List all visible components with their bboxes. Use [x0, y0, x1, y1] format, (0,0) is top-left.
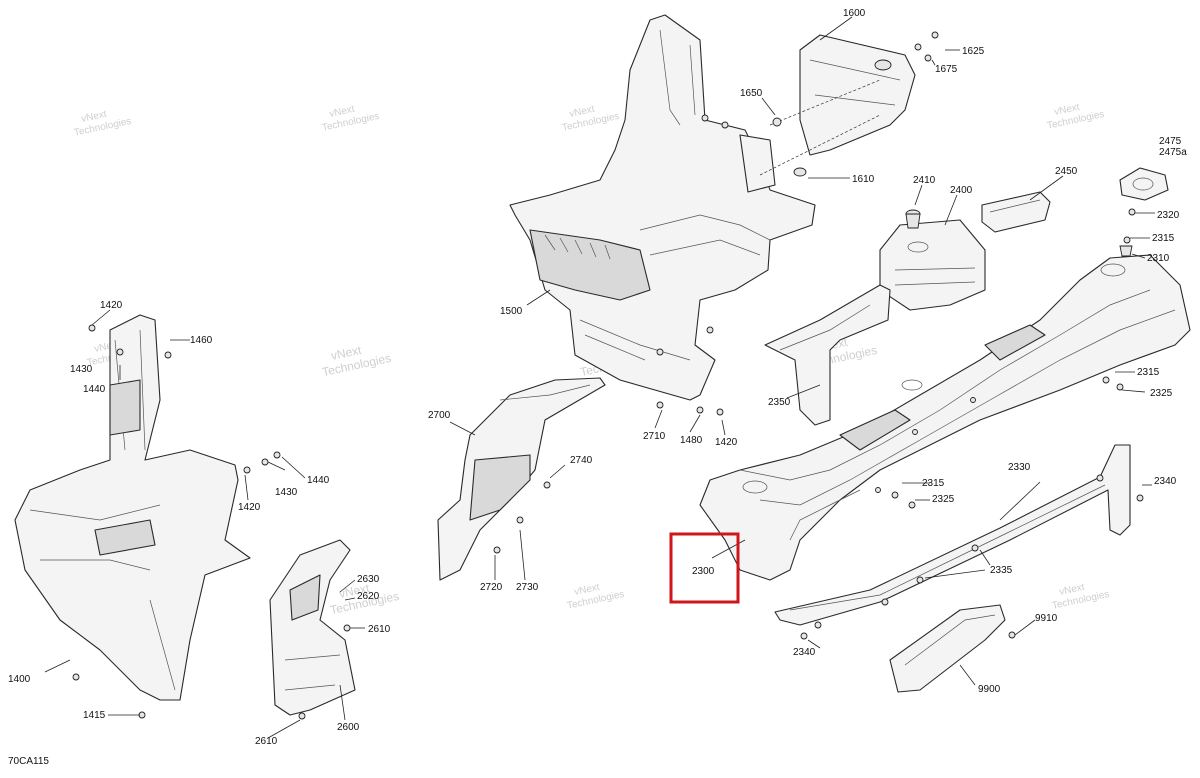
- callout-2330: 2330: [1008, 462, 1031, 473]
- part-2410-cap: [905, 209, 921, 229]
- watermark: vNext Technologies: [321, 104, 380, 134]
- part-2475-cupholder: [1119, 167, 1169, 257]
- part-2350-side-panel: [764, 284, 891, 426]
- watermark-line1: vNext: [328, 104, 356, 120]
- part-2450-lid: [981, 191, 1051, 233]
- watermark-line1: vNext: [568, 104, 596, 120]
- callout-2325: 2325: [932, 494, 955, 505]
- callout-2630: 2630: [357, 574, 380, 585]
- callout-1625: 1625: [962, 46, 985, 57]
- part-1400-left-panel: [14, 314, 281, 719]
- callout-1650: 1650: [740, 88, 763, 99]
- callout-1610: 1610: [852, 174, 875, 185]
- callout-1420: 1420: [238, 502, 261, 513]
- watermark: vNext Technologies: [73, 109, 132, 139]
- watermark: vNext Technologies: [566, 582, 625, 612]
- part-1600-upper-trim: [759, 34, 916, 176]
- watermark-line1: vNext: [1053, 102, 1081, 118]
- diagram-code: 70CA115: [8, 756, 49, 767]
- callout-1420: 1420: [715, 437, 738, 448]
- callout-1675: 1675: [935, 64, 958, 75]
- callout-2610: 2610: [368, 624, 391, 635]
- callout-1415: 1415: [83, 710, 106, 721]
- callout-1500: 1500: [500, 306, 523, 317]
- callout-9910: 9910: [1035, 613, 1058, 624]
- callout-2610: 2610: [255, 736, 278, 747]
- callout-1600: 1600: [843, 8, 866, 19]
- watermark-line1: vNext: [80, 109, 108, 125]
- part-1500-dash-panel: [509, 14, 816, 401]
- callout-1440: 1440: [83, 384, 106, 395]
- callout-2720: 2720: [480, 582, 503, 593]
- callout-2475: 2475: [1159, 136, 1182, 147]
- callout-2450: 2450: [1055, 166, 1078, 177]
- callout-1440: 1440: [307, 475, 330, 486]
- watermark-line1: vNext: [573, 582, 601, 598]
- callout-2620: 2620: [357, 591, 380, 602]
- callout-2740: 2740: [570, 455, 593, 466]
- watermark: vNext Technologies: [1051, 582, 1110, 612]
- part-2300-center-console: [699, 254, 1191, 581]
- callout-2730: 2730: [516, 582, 539, 593]
- callout-2315: 2315: [922, 478, 945, 489]
- callout-2475a: 2475a: [1159, 147, 1187, 158]
- callout-1430: 1430: [275, 487, 298, 498]
- watermark-line1: vNext: [1058, 582, 1086, 598]
- callout-2410: 2410: [913, 175, 936, 186]
- callout-1420: 1420: [100, 300, 123, 311]
- part-2340-bolts: [800, 621, 822, 640]
- watermark-line1: vNext: [338, 581, 372, 601]
- watermark: vNext Technologies: [321, 343, 392, 379]
- part-2600-bracket: [269, 539, 356, 720]
- highlight-box: [669, 532, 740, 604]
- callout-2300: 2300: [692, 566, 715, 577]
- part-2400-console-cover: [879, 219, 986, 311]
- watermark-line1: vNext: [330, 343, 364, 363]
- watermark: vNext Technologies: [1046, 102, 1105, 132]
- watermark: vNext Technologies: [561, 104, 620, 134]
- callout-2335: 2335: [990, 565, 1013, 576]
- callout-2700: 2700: [428, 410, 451, 421]
- callout-2400: 2400: [950, 185, 973, 196]
- callout-1400: 1400: [8, 674, 31, 685]
- callout-2600: 2600: [337, 722, 360, 733]
- part-2330-rail: [774, 444, 1144, 626]
- callout-2315: 2315: [1137, 367, 1160, 378]
- callout-2315: 2315: [1152, 233, 1175, 244]
- callout-2710: 2710: [643, 431, 666, 442]
- callout-1430: 1430: [70, 364, 93, 375]
- callout-labels: 1600 1625 1675 1650 1610 1500 2410 2400 …: [8, 8, 1187, 747]
- callout-1480: 1480: [680, 435, 703, 446]
- callout-2325: 2325: [1150, 388, 1173, 399]
- part-9900-plate: [889, 604, 1016, 693]
- part-2700-side-cover: [437, 377, 606, 581]
- misc-fasteners: [656, 31, 1124, 509]
- callout-1460: 1460: [190, 335, 213, 346]
- leader-lines: [44, 16, 1155, 739]
- callout-2310: 2310: [1147, 253, 1170, 264]
- callout-2350: 2350: [768, 397, 791, 408]
- callout-2340: 2340: [793, 647, 816, 658]
- callout-9900: 9900: [978, 684, 1001, 695]
- callout-2320: 2320: [1157, 210, 1180, 221]
- callout-2340: 2340: [1154, 476, 1177, 487]
